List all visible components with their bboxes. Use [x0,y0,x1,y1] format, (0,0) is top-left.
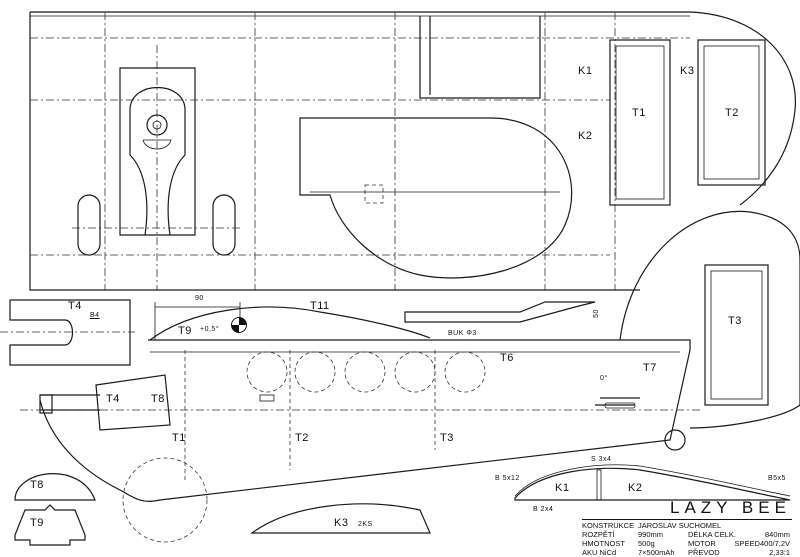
label-B4: B4 [90,312,100,319]
rib-K1-K2 [514,467,791,501]
tb-value: JAROSLAV SUCHOMEL [638,521,722,530]
label-T2-box: T2 [725,107,739,119]
label-S3x4: S 3x4 [591,456,612,463]
tb-label: MOTOR [688,539,716,548]
label-T11: T11 [310,300,330,312]
label-K2-rib: K2 [628,482,643,494]
tb-value: SPEED400/7,2V [734,539,790,548]
tb-label: ROZPĚTÍ [582,530,615,539]
label-K1-rib: K1 [555,482,570,494]
tb-value: 500g [638,539,655,548]
label-T1-box: T1 [632,107,646,119]
tb-label: PŘEVOD [688,548,720,557]
tb-label: HMOTNOST [582,539,625,548]
part-T2-box [697,39,766,186]
label-T6: T6 [500,352,514,364]
part-K3 [250,503,431,534]
label-T3-side: T3 [440,432,454,444]
label-T7: T7 [643,362,657,374]
tb-value: 990mm [638,530,664,539]
label-zero-deg: 0° [600,375,608,382]
label-K3-qty: 2KS [358,521,373,528]
label-K3: K3 [334,517,349,529]
tb-label: DÉLKA CELK. [688,530,736,539]
fin-outline [619,210,800,429]
label-K1-top: K1 [578,65,593,77]
cg-marker-icon [231,317,247,333]
part-T8-shape [14,473,96,501]
label-T9-shape: T9 [30,517,44,529]
label-buk: BUK Φ3 [448,330,477,337]
tb-label: KONSTRUKCE [582,521,635,530]
label-T8-side: T8 [151,393,165,405]
label-B5x12: B 5x12 [495,475,520,482]
fuselage-side-view [20,306,700,543]
tb-value: 2,33:1 [769,548,790,557]
label-T8-shape: T8 [30,479,44,491]
label-K3-top: K3 [680,65,695,77]
label-dim-90: 90 [195,295,204,302]
label-K2-top: K2 [578,130,593,142]
label-T3-box: T3 [728,315,742,327]
label-T4-side: T4 [106,393,120,405]
part-T4-piece [9,299,131,366]
label-B2x4: B 2x4 [533,506,554,513]
part-T1-box [609,39,671,206]
wing-plan-view [29,11,796,291]
part-T9-shape [14,504,86,546]
drawing-title: LAZY BEE [670,498,791,517]
tb-label: AKU NiCd [582,548,617,557]
label-T1-side: T1 [172,432,186,444]
label-dim-50: 50 [592,309,600,318]
title-divider [582,519,792,520]
label-T4-piece: T4 [68,300,82,312]
tb-value: 7×500mAh [638,548,675,557]
part-T3-box [704,264,769,406]
stabilizer-outline [299,117,573,279]
tb-value: 840mm [764,530,790,539]
front-view [72,45,240,290]
label-B5x5: B5x5 [768,475,786,482]
label-T9: T9 [178,325,192,337]
label-T2-side: T2 [295,432,309,444]
label-incidence: +0,5° [200,326,220,333]
